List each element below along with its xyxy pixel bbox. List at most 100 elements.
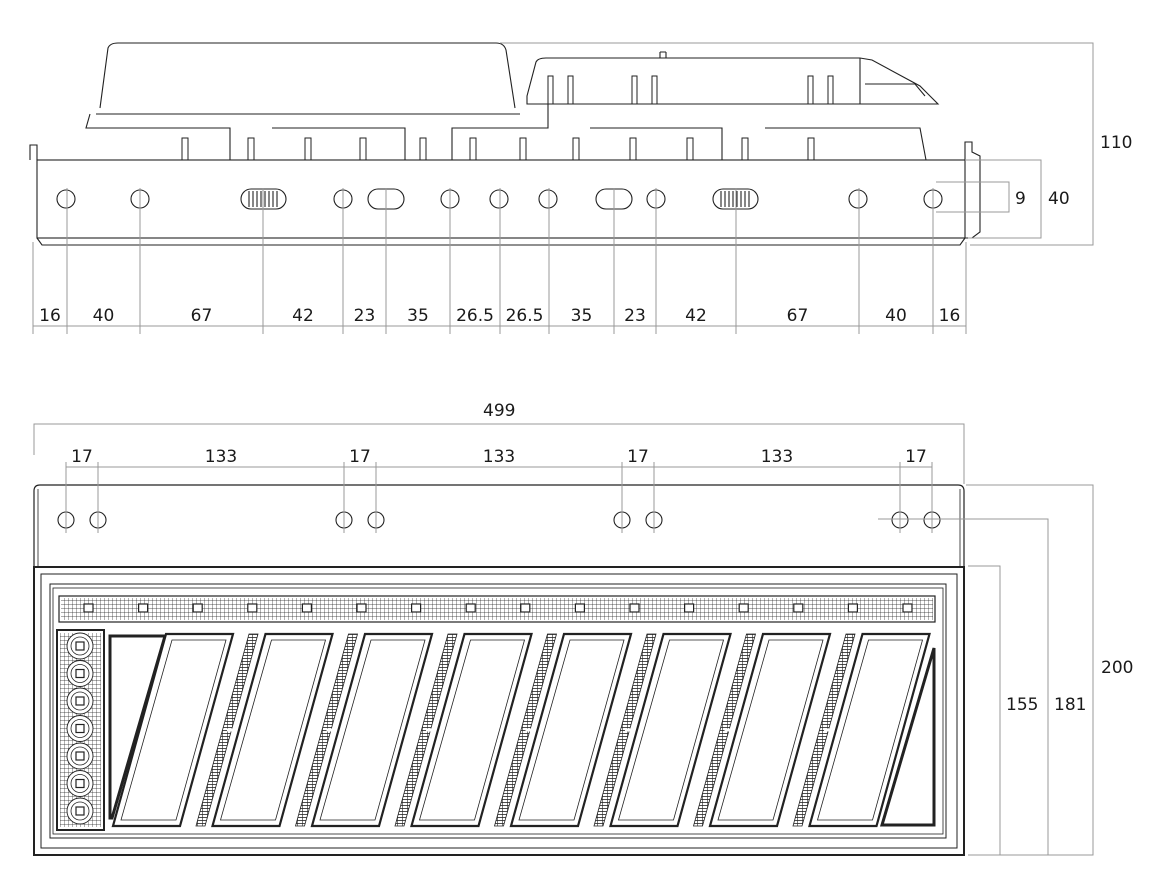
side-view — [29, 42, 981, 246]
lens-segments — [111, 632, 931, 828]
strip-led — [83, 603, 94, 613]
reverse-led — [75, 723, 85, 734]
reverse-led-inner-ring — [70, 801, 90, 821]
side-segment-label: 40 — [885, 306, 907, 326]
right-housing-top — [526, 57, 940, 105]
side-connector — [964, 141, 981, 239]
side-mount-hole — [538, 189, 558, 209]
strip-led — [574, 603, 586, 613]
side-segment-label: 42 — [685, 306, 707, 326]
housing-clips — [181, 75, 834, 161]
side-segment-label: 67 — [787, 306, 809, 326]
side-segment-label: 16 — [939, 306, 961, 326]
lens-bar-inner — [418, 639, 526, 821]
lens-triangle-left — [108, 634, 167, 820]
lamp-body-outer — [33, 566, 965, 856]
lens-bar — [111, 632, 235, 828]
strip-texture — [61, 598, 933, 620]
strip-led — [683, 603, 695, 613]
front-view — [33, 484, 965, 856]
lens-triangle-right — [879, 647, 936, 827]
reverse-led-inner-ring — [70, 691, 90, 711]
side-segment-label: 35 — [407, 306, 429, 326]
front-spacing-label: 17 — [905, 447, 927, 467]
reverse-led-inner-ring — [70, 746, 90, 766]
mounting-plate — [33, 484, 965, 567]
side-segment-label: 67 — [191, 306, 213, 326]
lens-bar-inner — [816, 639, 924, 821]
height-label-200: 200 — [1101, 658, 1133, 678]
position-light-strip — [58, 595, 936, 623]
front-dimensions — [65, 462, 933, 533]
side-height-dims — [500, 42, 1094, 246]
side-segment-label: 23 — [354, 306, 376, 326]
side-segment-label: 23 — [624, 306, 646, 326]
side-segment-label: 40 — [93, 306, 115, 326]
front-spacing-label: 17 — [627, 447, 649, 467]
side-segment-label: 35 — [571, 306, 593, 326]
strip-led — [902, 603, 913, 613]
side-flange — [36, 159, 966, 239]
side-segment-label: 42 — [292, 306, 314, 326]
lens-bar — [310, 632, 434, 828]
side-mount-hole — [56, 189, 76, 209]
strip-led — [138, 603, 149, 613]
overall-width-label-499: 499 — [483, 401, 515, 421]
side-segment-label: 26.5 — [456, 306, 494, 326]
strip-led — [520, 603, 531, 613]
front-spacing-label: 133 — [483, 447, 515, 467]
reverse-led — [75, 751, 85, 761]
front-spacing-label: 133 — [205, 447, 237, 467]
reverse-led — [75, 778, 85, 789]
side-mount-hole — [489, 189, 509, 209]
height-label-155: 155 — [1006, 695, 1038, 715]
reverse-led — [75, 806, 85, 816]
lens-bar-inner — [219, 639, 327, 821]
lens-bar — [708, 632, 832, 828]
lens-bar — [609, 632, 732, 828]
strip-leds — [83, 603, 913, 613]
front-spacing-label: 17 — [71, 447, 93, 467]
hole-diameter-label-9: 9 — [1015, 189, 1026, 209]
height-label-181: 181 — [1054, 695, 1086, 715]
strip-led — [465, 603, 476, 613]
strip-led — [247, 603, 258, 613]
side-segment-labels: 16 40 67 42 23 35 26.5 26.5 35 23 42 67 40 16 — [39, 306, 960, 326]
reverse-led-inner-ring — [70, 636, 90, 656]
flange-height-label-40: 40 — [1048, 189, 1070, 209]
lens-bar-inner — [120, 639, 227, 821]
strip-led — [192, 603, 203, 613]
lens-bar — [509, 632, 633, 828]
strip-led — [629, 603, 640, 613]
strip-led — [411, 603, 422, 613]
reverse-leds — [66, 632, 94, 825]
strip-led — [793, 603, 804, 613]
reverse-led — [75, 668, 85, 679]
lens-bar — [808, 632, 931, 828]
front-spacing-label: 17 — [349, 447, 371, 467]
front-spacing-labels: 17 133 17 133 17 133 17 — [71, 447, 927, 467]
side-segment-label: 26.5 — [506, 306, 544, 326]
strip-led — [301, 603, 312, 613]
front-height-dims — [33, 423, 1094, 856]
height-label-110: 110 — [1100, 133, 1132, 153]
lens-bar-inner — [319, 639, 426, 821]
strip-led — [356, 603, 367, 613]
strip-led — [847, 603, 859, 613]
lens-bar-inner — [617, 639, 725, 821]
side-dimensions — [32, 188, 967, 334]
reverse-light-panel — [56, 629, 105, 831]
lens-bar — [211, 632, 334, 828]
reverse-led-inner-ring — [70, 774, 90, 793]
reverse-led — [75, 696, 85, 706]
side-segment-label: 16 — [39, 306, 61, 326]
side-mount-hole — [848, 189, 868, 209]
front-holes — [57, 511, 941, 529]
strip-led — [738, 603, 749, 613]
reverse-led — [75, 641, 85, 651]
reverse-led-inner-ring — [70, 664, 90, 683]
front-spacing-label: 133 — [761, 447, 793, 467]
left-housing-top — [99, 42, 516, 109]
lens-bar-inner — [717, 639, 824, 821]
